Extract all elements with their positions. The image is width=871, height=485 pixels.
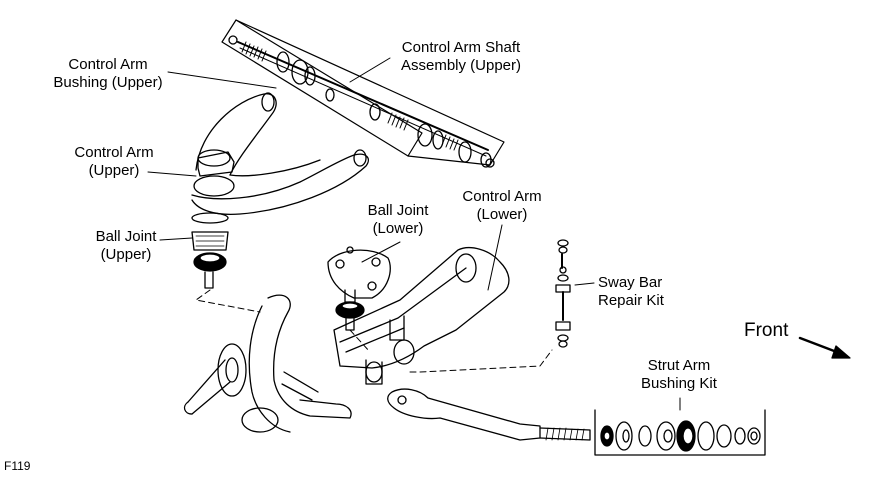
label-lower-arm: Control Arm (Lower): [462, 188, 542, 223]
front-arrow-icon: [798, 336, 851, 359]
front-label: Front: [744, 320, 789, 341]
label-upper-bushing: Control Arm Bushing (Upper): [53, 56, 163, 91]
control-arm-shaft-assembly: [221, 19, 505, 168]
label-upper-arm: Control Arm (Upper): [74, 144, 154, 179]
strut-arm: [387, 388, 591, 441]
lower-ball-joint: [327, 246, 391, 331]
figure-id: F119: [4, 459, 31, 473]
label-lower-ball-joint: Ball Joint (Lower): [367, 202, 429, 237]
upper-ball-joint: [191, 212, 229, 289]
label-upper-ball-joint: Ball Joint (Upper): [95, 228, 157, 263]
label-strut-arm: Strut Arm Bushing Kit: [641, 357, 717, 392]
strut-arm-bushing-kit: [594, 409, 766, 456]
lower-control-arm: [333, 247, 510, 385]
leader-lines: [147, 57, 681, 411]
steering-knuckle: [183, 294, 352, 433]
label-shaft-assembly: Control Arm Shaft Assembly (Upper): [400, 39, 522, 74]
label-sway-bar: Sway Bar Repair Kit: [598, 274, 664, 309]
assembly-dash-lines: [195, 289, 553, 373]
upper-control-arm: [191, 92, 369, 216]
sway-bar-repair-kit: [555, 239, 571, 348]
